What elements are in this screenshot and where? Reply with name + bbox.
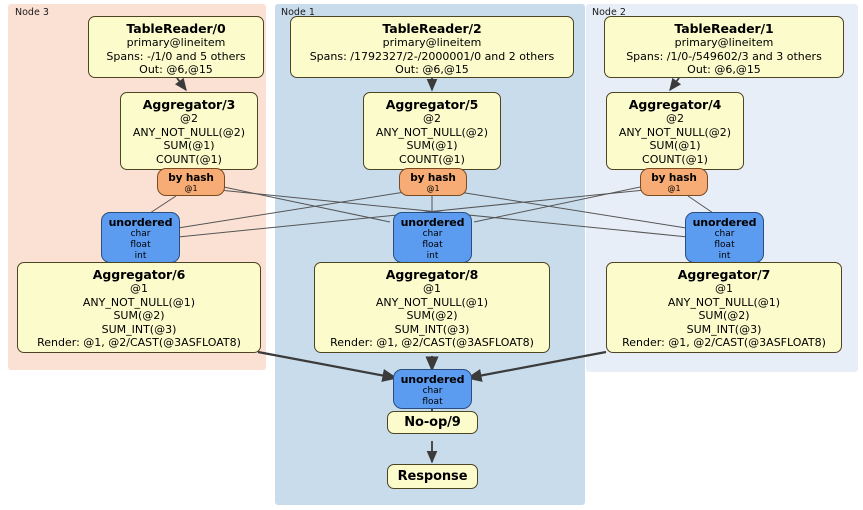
node-line: ANY_NOT_NULL(@2) (132, 125, 246, 139)
node-table-reader-0[interactable]: TableReader/0 primary@lineitem Spans: -/… (88, 16, 264, 78)
node-line: Spans: -/1/0 and 5 others (106, 49, 246, 63)
node-line: float (714, 240, 735, 250)
node-line: int (134, 251, 147, 261)
node-line: @1 (423, 282, 441, 295)
node-line: Render: @1, @2/CAST(@3ASFLOAT8) (330, 336, 534, 349)
node-title: unordered (692, 216, 757, 229)
node-unordered-left[interactable]: unordered char float int (101, 212, 180, 263)
node-line: int (426, 251, 439, 261)
node-line: @1 (184, 184, 198, 193)
node-title: Aggregator/4 (628, 97, 722, 112)
node-line: SUM(@1) (163, 139, 215, 152)
node-title: TableReader/0 (126, 21, 226, 36)
node-3-panel-label: Node 3 (15, 7, 49, 18)
node-line: char (130, 229, 151, 239)
node-by-hash-center[interactable]: by hash @1 (399, 168, 467, 196)
node-line: Spans: /1/0-/549602/3 and 3 others (626, 49, 822, 63)
node-title: Aggregator/7 (677, 267, 771, 282)
node-title: Aggregator/8 (385, 267, 479, 282)
node-line: ANY_NOT_NULL(@1) (82, 295, 196, 309)
node-line: ANY_NOT_NULL(@2) (618, 125, 732, 139)
node-by-hash-right[interactable]: by hash @1 (640, 168, 708, 196)
node-unordered-right[interactable]: unordered char float int (685, 212, 764, 263)
node-title: unordered (400, 373, 465, 386)
node-line: Out: @6,@15 (395, 63, 469, 76)
node-line: COUNT(@1) (399, 152, 465, 166)
node-response[interactable]: Response (387, 464, 478, 489)
node-title: unordered (108, 216, 173, 229)
node-line: @1 (667, 184, 681, 193)
node-line: @2 (666, 112, 684, 125)
node-line: @1 (715, 282, 733, 295)
node-aggregator-6[interactable]: Aggregator/6 @1 ANY_NOT_NULL(@1) SUM(@2)… (17, 262, 261, 353)
node-line: COUNT(@1) (642, 152, 708, 166)
node-line: @2 (423, 112, 441, 125)
node-title: No-op/9 (404, 415, 461, 430)
node-title: by hash (651, 172, 697, 184)
node-table-reader-2[interactable]: TableReader/2 primary@lineitem Spans: /1… (290, 16, 574, 78)
node-unordered-center[interactable]: unordered char float int (393, 212, 472, 263)
node-title: Aggregator/3 (142, 97, 236, 112)
node-title: by hash (168, 172, 214, 184)
node-line: SUM(@1) (406, 139, 458, 152)
node-line: Render: @1, @2/CAST(@3ASFLOAT8) (37, 336, 241, 349)
node-line: @1 (130, 282, 148, 295)
node-aggregator-3[interactable]: Aggregator/3 @2 ANY_NOT_NULL(@2) SUM(@1)… (120, 92, 258, 170)
node-line: char (714, 229, 735, 239)
node-line: SUM(@2) (698, 309, 750, 322)
node-title: Response (397, 469, 468, 484)
node-line: ANY_NOT_NULL(@1) (667, 295, 781, 309)
node-line: SUM_INT(@3) (394, 322, 470, 336)
node-line: char (422, 229, 443, 239)
node-line: primary@lineitem (126, 36, 226, 49)
node-line: Spans: /1792327/2-/2000001/0 and 2 other… (309, 49, 555, 63)
node-line: int (718, 251, 731, 261)
node-line: SUM_INT(@3) (686, 322, 762, 336)
node-aggregator-8[interactable]: Aggregator/8 @1 ANY_NOT_NULL(@1) SUM(@2)… (314, 262, 550, 353)
node-by-hash-left[interactable]: by hash @1 (157, 168, 225, 196)
node-line: SUM(@2) (406, 309, 458, 322)
node-title: by hash (410, 172, 456, 184)
node-line: float (130, 240, 151, 250)
node-line: Render: @1, @2/CAST(@3ASFLOAT8) (622, 336, 826, 349)
node-1-panel-label: Node 1 (281, 7, 315, 18)
node-line: Out: @6,@15 (687, 63, 761, 76)
node-title: TableReader/2 (382, 21, 482, 36)
node-title: TableReader/1 (674, 21, 774, 36)
node-line: Out: @6,@15 (139, 63, 213, 76)
node-line: SUM(@1) (649, 139, 701, 152)
node-line: COUNT(@1) (156, 152, 222, 166)
node-line: ANY_NOT_NULL(@1) (375, 295, 489, 309)
node-line: float (422, 397, 443, 407)
node-no-op-9[interactable]: No-op/9 (387, 411, 478, 434)
node-unordered-final[interactable]: unordered char float (393, 369, 472, 409)
node-table-reader-1[interactable]: TableReader/1 primary@lineitem Spans: /1… (604, 16, 844, 78)
node-aggregator-4[interactable]: Aggregator/4 @2 ANY_NOT_NULL(@2) SUM(@1)… (606, 92, 744, 170)
node-aggregator-5[interactable]: Aggregator/5 @2 ANY_NOT_NULL(@2) SUM(@1)… (363, 92, 501, 170)
node-line: char (422, 386, 443, 396)
node-aggregator-7[interactable]: Aggregator/7 @1 ANY_NOT_NULL(@1) SUM(@2)… (606, 262, 842, 353)
node-line: @2 (180, 112, 198, 125)
node-2-panel-label: Node 2 (592, 7, 626, 18)
node-line: primary@lineitem (674, 36, 774, 49)
node-title: Aggregator/5 (385, 97, 479, 112)
node-line: ANY_NOT_NULL(@2) (375, 125, 489, 139)
node-line: SUM_INT(@3) (101, 322, 177, 336)
node-line: SUM(@2) (113, 309, 165, 322)
node-line: primary@lineitem (382, 36, 482, 49)
node-title: unordered (400, 216, 465, 229)
node-line: float (422, 240, 443, 250)
node-title: Aggregator/6 (92, 267, 186, 282)
node-line: @1 (426, 184, 440, 193)
